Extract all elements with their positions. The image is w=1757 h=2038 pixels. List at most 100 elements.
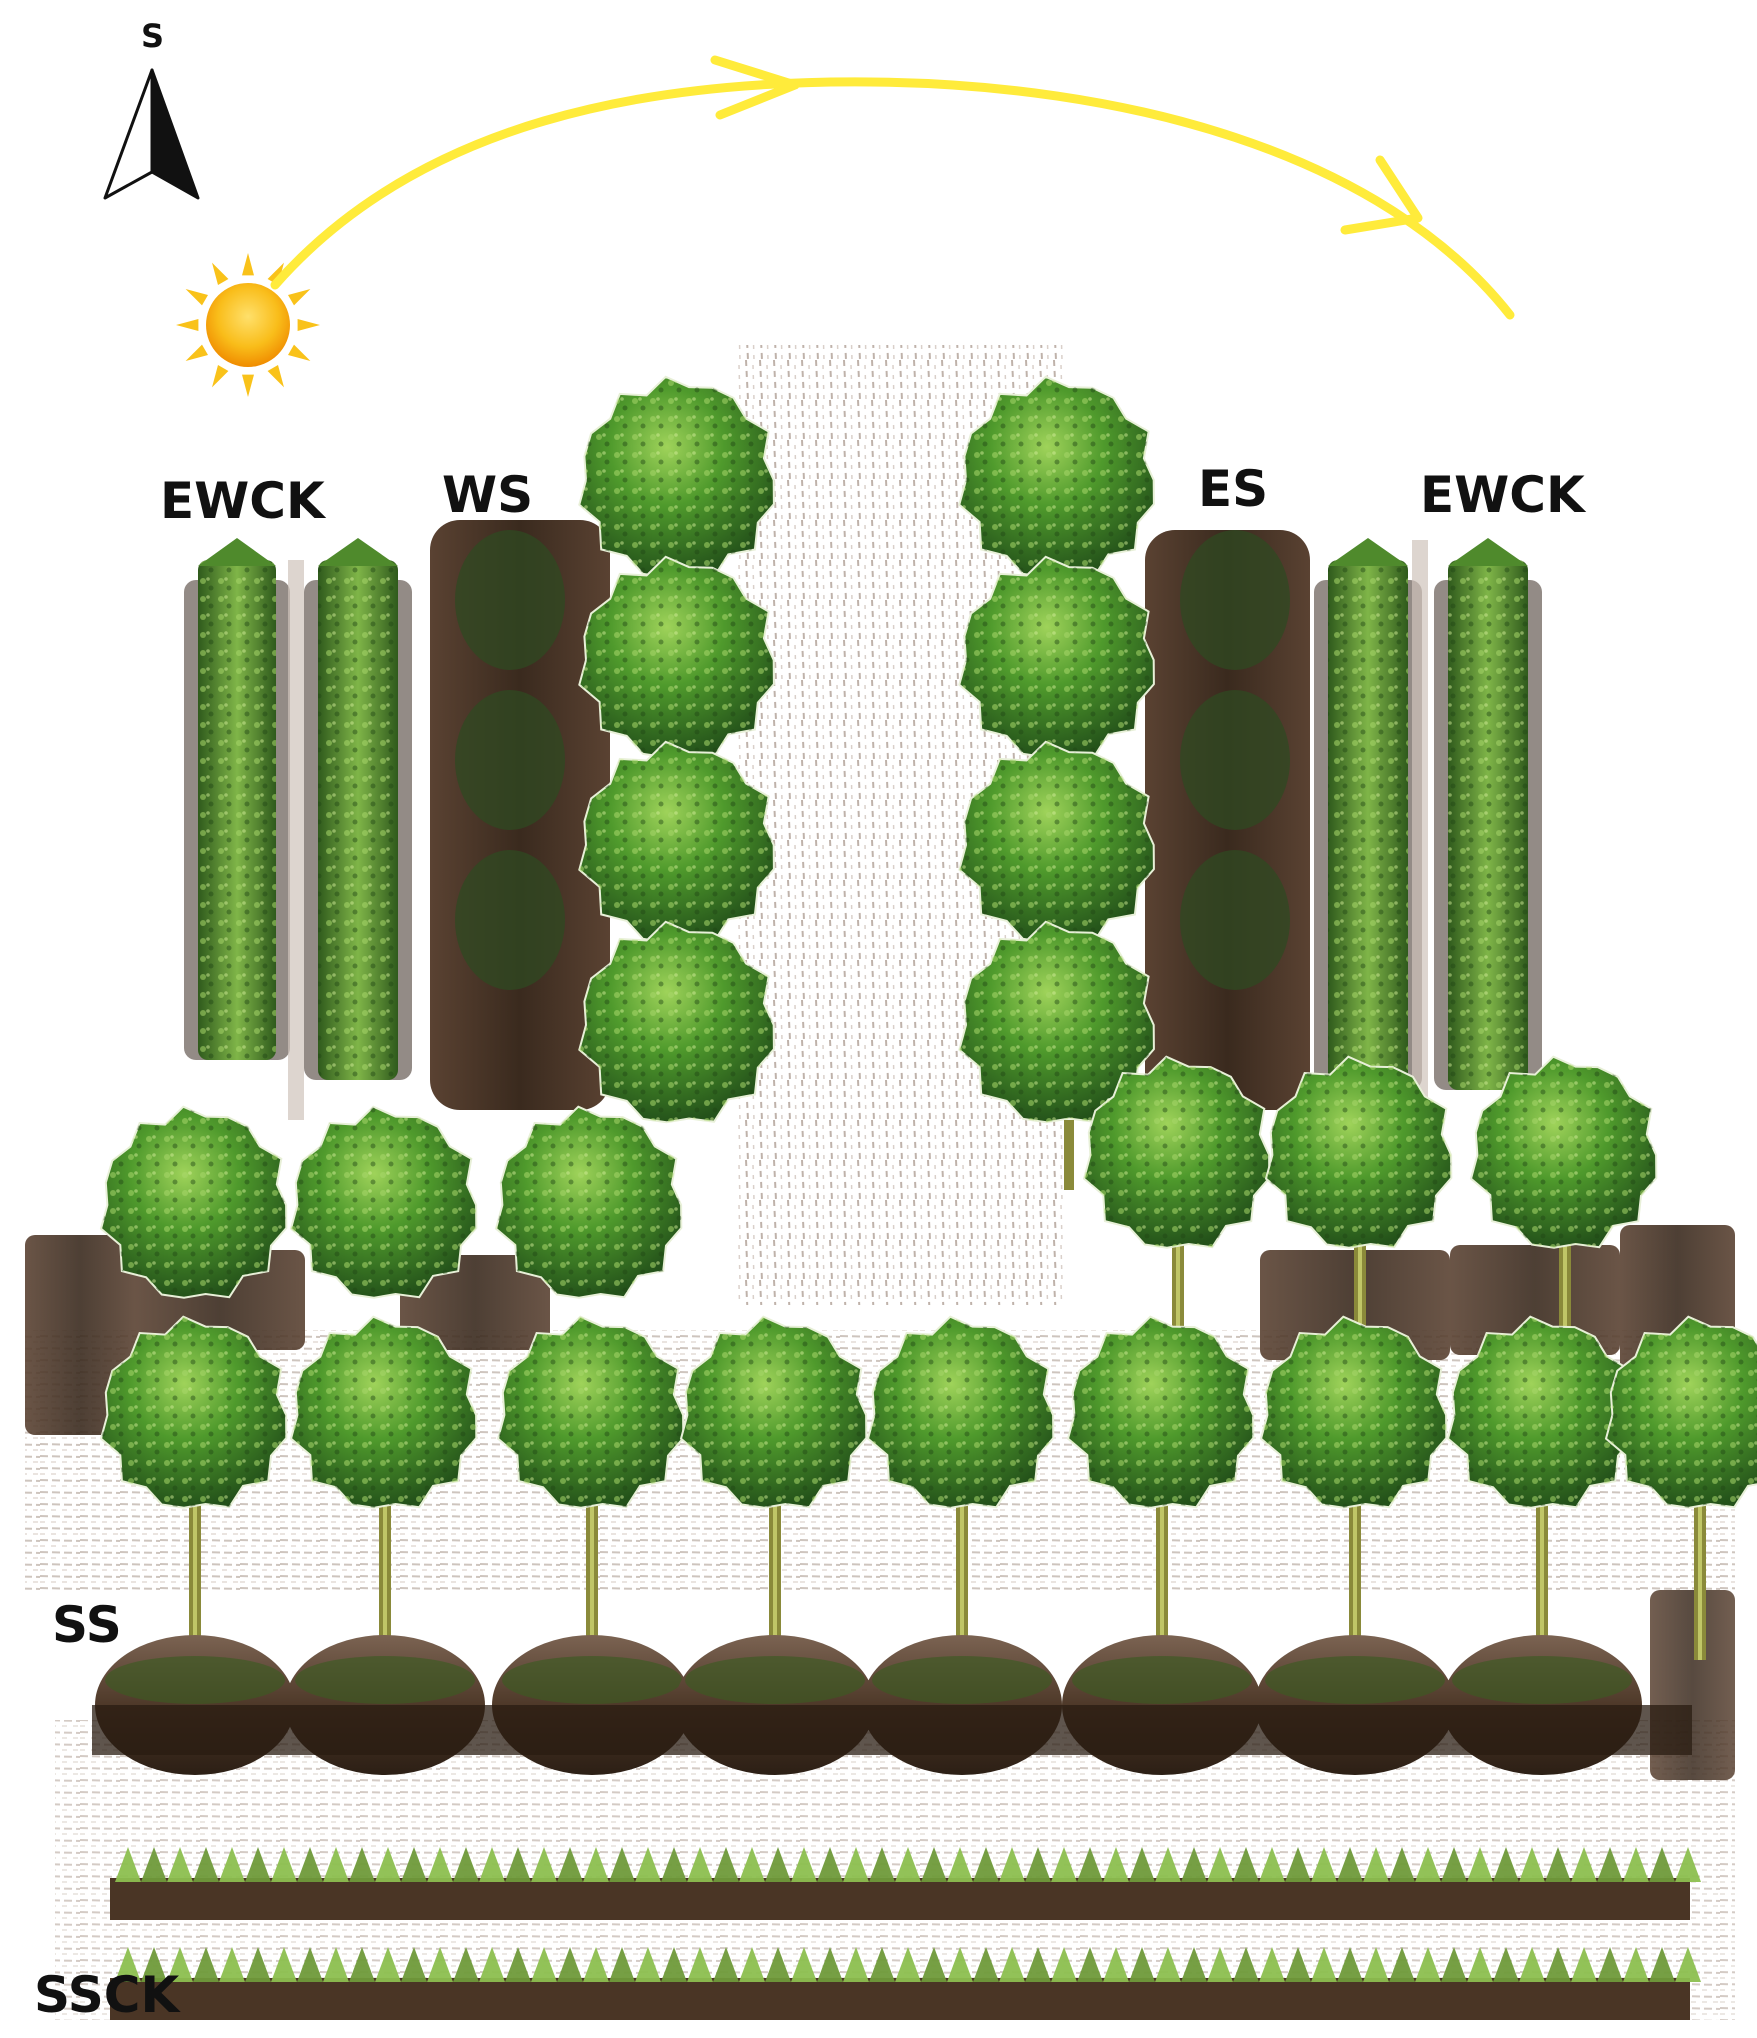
shrub-clump xyxy=(455,850,565,990)
crop-plant xyxy=(1597,1947,1623,1982)
tree xyxy=(866,1315,1055,1660)
crop-plant xyxy=(115,1947,141,1982)
tree xyxy=(578,920,775,1124)
crop-plant xyxy=(687,1947,713,1982)
crop-plant xyxy=(1649,1947,1675,1982)
mound-vegetation xyxy=(685,1656,865,1704)
sun-ray xyxy=(297,319,320,331)
crop-plant xyxy=(687,1847,713,1882)
crop-plant xyxy=(843,1847,869,1882)
crop-row xyxy=(110,1947,1701,2020)
tree-crown-texture xyxy=(1606,1316,1757,1508)
crop-plant xyxy=(1675,1947,1701,1982)
crop-plant xyxy=(1155,1947,1181,1982)
strip-top xyxy=(1328,538,1408,566)
sun-ray xyxy=(185,344,208,361)
crop-plant xyxy=(895,1847,921,1882)
crop-plant xyxy=(401,1947,427,1982)
tree-trunk-highlight xyxy=(1698,1490,1702,1660)
tree xyxy=(578,555,775,759)
label-ss: SS xyxy=(52,1596,122,1654)
crop-plant xyxy=(505,1847,531,1882)
crop-plant xyxy=(1519,1947,1545,1982)
crop-plant xyxy=(1233,1947,1259,1982)
crop-plant xyxy=(1285,1947,1311,1982)
crop-plant xyxy=(1285,1847,1311,1882)
tree xyxy=(99,1105,288,1299)
crop-plant xyxy=(1155,1847,1181,1882)
strip-texture xyxy=(198,560,276,1060)
crop-plant xyxy=(1597,1847,1623,1882)
crop-plant xyxy=(453,1847,479,1882)
tree-trunk-highlight xyxy=(590,1490,594,1660)
crop-plant xyxy=(635,1947,661,1982)
crop-plant xyxy=(1077,1947,1103,1982)
crop-plant xyxy=(323,1847,349,1882)
crop-plant xyxy=(1207,1947,1233,1982)
crop-plant xyxy=(1389,1947,1415,1982)
shrub-clump xyxy=(1180,530,1290,670)
tree xyxy=(958,555,1155,759)
crop-plant xyxy=(1441,1947,1467,1982)
tree-crown-texture xyxy=(101,1316,287,1508)
crop-plant xyxy=(635,1847,661,1882)
crop-plant xyxy=(765,1847,791,1882)
crop-plant xyxy=(1181,1847,1207,1882)
sun-ray xyxy=(212,365,229,388)
label-ewck-left: EWCK xyxy=(160,472,325,530)
tree-crown-texture xyxy=(1448,1316,1634,1508)
crop-plant xyxy=(557,1947,583,1982)
crop-plant xyxy=(141,1947,167,1982)
crop-plant xyxy=(1545,1847,1571,1882)
tree xyxy=(679,1315,868,1660)
crop-plant xyxy=(973,1847,999,1882)
crop-plant xyxy=(401,1847,427,1882)
windbreak-strips xyxy=(184,538,1542,1120)
crop-plant xyxy=(557,1847,583,1882)
crop-plant xyxy=(1571,1847,1597,1882)
tree-crown-texture xyxy=(579,556,774,758)
crop-plant xyxy=(297,1847,323,1882)
tree-crown-texture xyxy=(959,376,1154,578)
crop-rows xyxy=(110,1847,1701,2020)
crop-plant xyxy=(1675,1847,1701,1882)
crop-plant xyxy=(1103,1847,1129,1882)
crop-plant xyxy=(999,1847,1025,1882)
tree-crown-texture xyxy=(959,741,1154,943)
crop-plant xyxy=(1441,1847,1467,1882)
crop-plant xyxy=(1259,1847,1285,1882)
crop-plant xyxy=(765,1947,791,1982)
crop-row-soil xyxy=(110,1878,1690,1920)
crop-plant xyxy=(583,1947,609,1982)
mound-vegetation xyxy=(295,1656,475,1704)
tree-crown-texture xyxy=(1084,1056,1270,1248)
crop-plant xyxy=(245,1947,271,1982)
crop-plant xyxy=(1493,1847,1519,1882)
crop-plant xyxy=(323,1947,349,1982)
crop-plant xyxy=(375,1847,401,1882)
crop-plant xyxy=(167,1947,193,1982)
tree-trunk-highlight xyxy=(1540,1490,1544,1660)
crop-plant xyxy=(349,1947,375,1982)
sun-ray xyxy=(242,253,254,276)
sun-ray xyxy=(267,262,284,285)
tree-trunk-highlight xyxy=(1358,1230,1362,1395)
crop-plant xyxy=(1623,1947,1649,1982)
tree-crown-texture xyxy=(681,1316,867,1508)
crop-plant xyxy=(947,1847,973,1882)
crop-plant xyxy=(1051,1847,1077,1882)
sun-path-arrow-icon xyxy=(270,55,1515,320)
tree-crown-texture xyxy=(579,741,774,943)
crop-plant xyxy=(1051,1947,1077,1982)
shrub-clump xyxy=(1180,850,1290,990)
sun-ray xyxy=(185,289,208,306)
crop-plant xyxy=(427,1847,453,1882)
crop-plant xyxy=(1103,1947,1129,1982)
crop-plant xyxy=(1415,1947,1441,1982)
tree-trunk xyxy=(1064,1120,1074,1190)
strip-top xyxy=(318,538,398,566)
sun-path-arc xyxy=(270,77,1515,320)
strip-gap xyxy=(1412,540,1428,1100)
strip-gap xyxy=(288,560,304,1120)
crop-row xyxy=(110,1847,1701,1920)
